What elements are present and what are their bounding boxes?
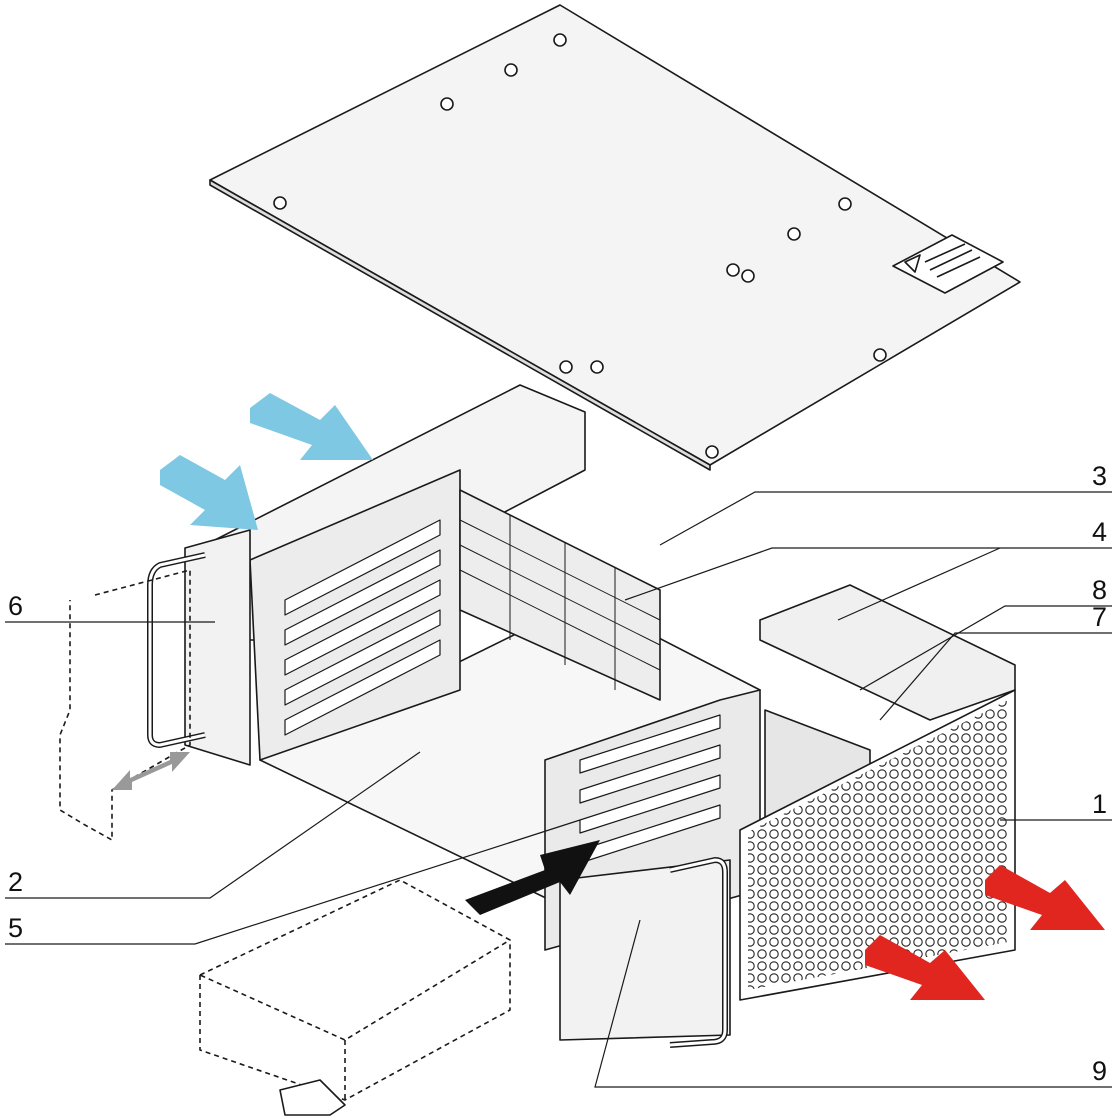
callout-4: 4 (1092, 517, 1108, 547)
callout-6: 6 (8, 591, 24, 621)
cover-screw-holes (273, 33, 887, 459)
power-compartment (759, 584, 1016, 721)
service-direction-arrow (112, 752, 190, 790)
insert-direction-arrow (465, 840, 600, 915)
removed-module-outline (59, 569, 191, 841)
callout-7: 7 (1092, 602, 1108, 632)
airflow-out-arrow (865, 865, 1105, 1000)
warning-label (892, 234, 1004, 294)
high-voltage-warning-icon (904, 254, 921, 273)
top-cover-plate (209, 4, 1021, 466)
plug-in-module (199, 879, 511, 1101)
right-front-panel (559, 859, 731, 1041)
module-latch (279, 1079, 346, 1116)
airflow-in-arrow (160, 393, 373, 530)
leader-lines (5, 491, 1112, 1088)
callout-9: 9 (1092, 1056, 1108, 1086)
callout-2: 2 (8, 867, 24, 897)
callout-3: 3 (1092, 461, 1108, 491)
callout-8: 8 (1092, 575, 1108, 605)
callout-1: 1 (1092, 789, 1108, 819)
left-front-panel (184, 529, 251, 766)
callout-5: 5 (8, 913, 24, 943)
